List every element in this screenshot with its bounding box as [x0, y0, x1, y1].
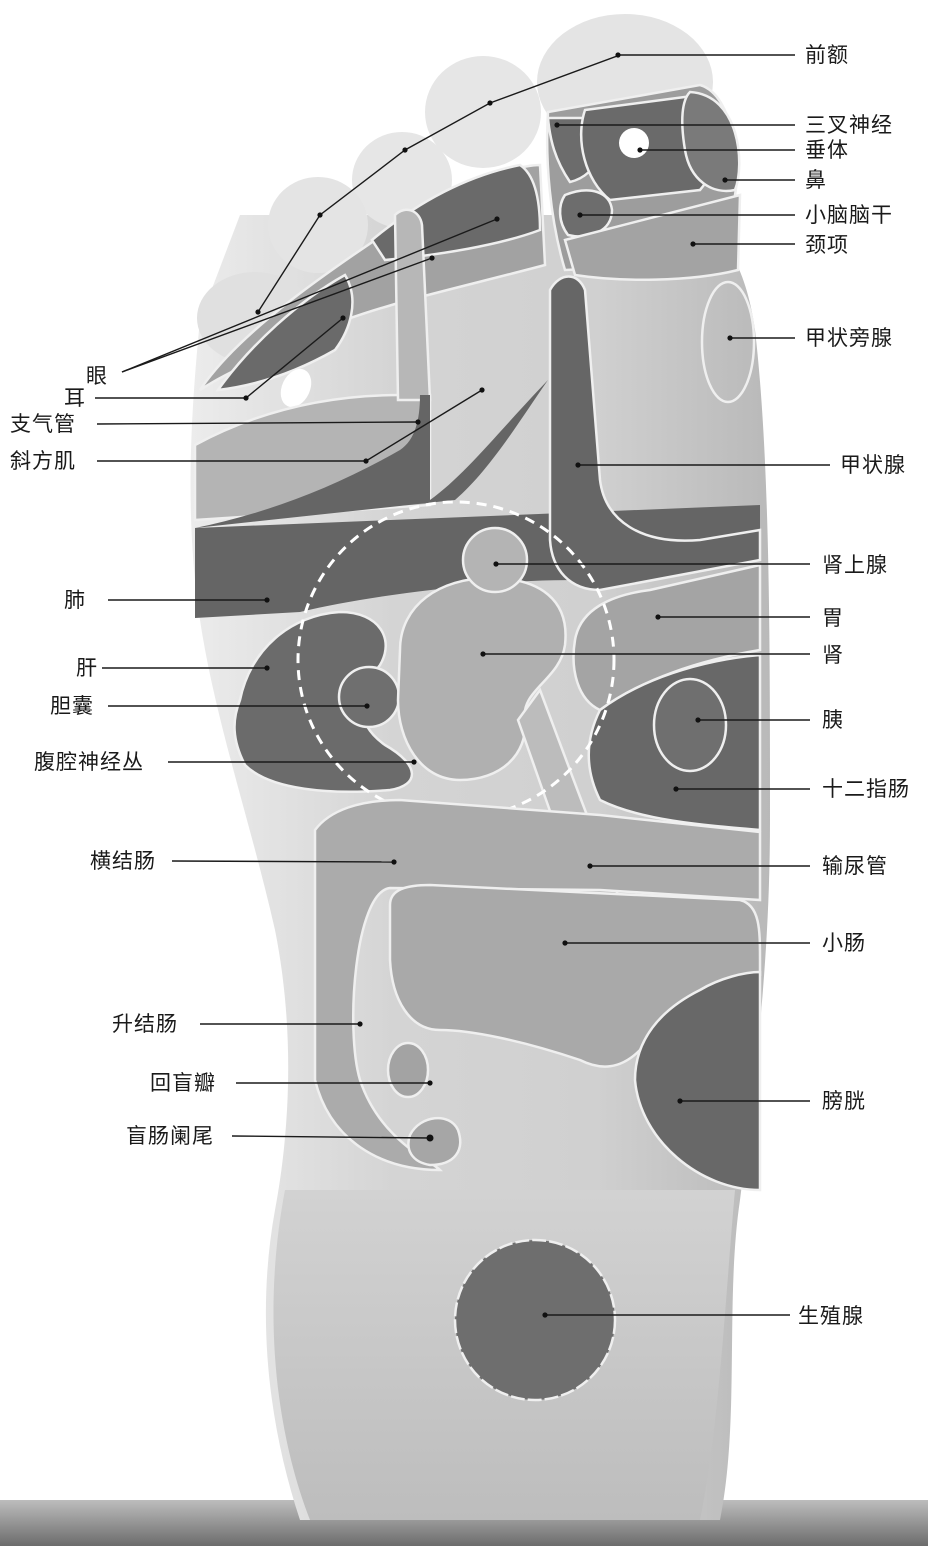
label-pituitary: 垂体 — [805, 140, 849, 161]
dot-appendix — [427, 1135, 434, 1142]
label-liver: 肝 — [76, 658, 98, 679]
dot-eye-b — [429, 255, 434, 260]
dot-stomach — [655, 614, 660, 619]
dot-chain-3 — [317, 212, 322, 217]
dot-adrenal — [493, 561, 498, 566]
label-eye: 眼 — [86, 366, 108, 387]
dot-trigeminal — [554, 122, 559, 127]
label-cecum-appendix: 盲肠阑尾 — [126, 1126, 214, 1147]
label-nose: 鼻 — [805, 170, 827, 191]
label-celiac-plexus: 腹腔神经丛 — [34, 752, 144, 773]
dot-neck — [690, 241, 695, 246]
dot-kidney — [480, 651, 485, 656]
dot-ear — [243, 395, 248, 400]
label-transverse-colon: 横结肠 — [90, 851, 156, 872]
dot-nose — [722, 177, 727, 182]
label-gonad: 生殖腺 — [798, 1306, 864, 1327]
label-ascending-colon: 升结肠 — [112, 1014, 178, 1035]
label-small-intestine: 小肠 — [822, 933, 866, 954]
toe-2 — [425, 56, 541, 168]
dot-ureter — [587, 863, 592, 868]
label-forehead: 前额 — [805, 45, 849, 66]
dot-gonad — [542, 1312, 547, 1317]
dot-liver — [264, 665, 269, 670]
region-gonad — [455, 1240, 615, 1400]
dot-celiac — [411, 759, 416, 764]
region-gallbladder — [339, 667, 399, 727]
label-cerebellum-brainstem: 小脑脑干 — [805, 205, 893, 226]
pituitary-dot — [619, 128, 649, 158]
label-bronchus: 支气管 — [10, 414, 76, 435]
label-kidney: 肾 — [822, 645, 844, 666]
label-lung: 肺 — [64, 590, 86, 611]
region-appendix — [408, 1118, 460, 1165]
dot-lung — [264, 597, 269, 602]
label-ileocecal-valve: 回盲瓣 — [150, 1073, 216, 1094]
region-pancreas — [654, 679, 726, 771]
label-adrenal: 肾上腺 — [822, 555, 888, 576]
label-parathyroid: 甲状旁腺 — [805, 328, 893, 349]
dot-small-intestine — [562, 940, 567, 945]
dot-forehead — [615, 52, 620, 57]
label-duodenum: 十二指肠 — [822, 779, 910, 800]
label-gallbladder: 胆囊 — [50, 696, 94, 717]
dot-chain-2 — [402, 147, 407, 152]
dot-trapezius — [363, 458, 368, 463]
dot-pancreas — [695, 717, 700, 722]
label-neck: 颈项 — [805, 235, 849, 256]
dot-thyroid — [575, 462, 580, 467]
dot-ascending-colon — [357, 1021, 362, 1026]
label-ear: 耳 — [64, 388, 86, 409]
dot-transverse-colon — [391, 859, 396, 864]
region-ileocecal-valve — [388, 1043, 428, 1097]
region-adrenal — [463, 528, 527, 592]
dot-bladder — [677, 1098, 682, 1103]
label-bladder: 膀胱 — [822, 1091, 866, 1112]
label-pancreas: 胰 — [822, 710, 844, 731]
dot-pituitary — [637, 147, 642, 152]
dot-gallbladder — [364, 703, 369, 708]
dot-duodenum — [673, 786, 678, 791]
dot-ear-b — [340, 315, 345, 320]
dot-chain-4 — [255, 309, 260, 314]
dot-eye — [494, 216, 499, 221]
label-trigeminal-nerve: 三叉神经 — [805, 115, 893, 136]
dot-trapezius-b — [479, 387, 484, 392]
leader-transverse-colon — [172, 861, 394, 862]
label-thyroid: 甲状腺 — [840, 455, 906, 476]
dot-chain-1 — [487, 100, 492, 105]
dot-parathyroid — [727, 335, 732, 340]
label-ureter: 输尿管 — [822, 856, 888, 877]
label-stomach: 胃 — [822, 608, 844, 629]
dot-bronchus — [415, 419, 420, 424]
dot-cerebellum — [577, 212, 582, 217]
dot-ileocecal — [427, 1080, 432, 1085]
label-trapezius: 斜方肌 — [10, 451, 76, 472]
